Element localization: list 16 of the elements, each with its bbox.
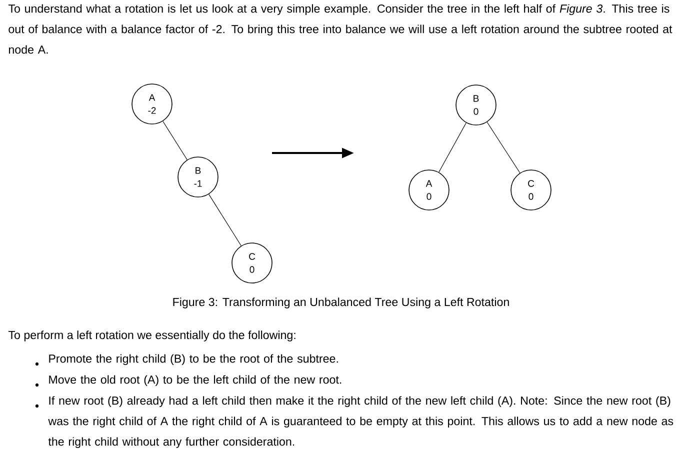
tree-node: C 0: [232, 242, 272, 284]
tree-node: A 0: [408, 170, 450, 210]
list-item: Move the old root (A) to be the left child of the new root.: [49, 375, 342, 386]
paragraph: To understand what a rotation is let us look at a very simple example. Consider the tree in the left half of Figure 3. This tree is out of balance with a balance factor of -2. To bring this tree into balance we will use a left rotation around the subtree rooted at node A.: [8, 4, 672, 54]
list-item: Promote the right child (B) to be the root of the subtree.: [49, 354, 338, 366]
tree-edge: [438, 122, 466, 172]
tree-edge: [486, 122, 520, 174]
list-item: If new root (B) already had a left child then make it the right child of the new left child (A). Note: Since the new root (B) was the right child of A the right child of A is guaranteed to be empty at this point. This allows us to add a new node as the right child without any further consideration.: [48, 396, 674, 448]
tree-node: B 0: [456, 84, 496, 126]
tree-node: A -2: [132, 84, 172, 124]
tree-edge: [162, 120, 188, 160]
paragraph: To perform a left rotation we essentially do the following:: [8, 330, 296, 342]
tree-node: C 0: [510, 170, 552, 210]
tree-node: B -1: [178, 156, 218, 198]
tree-edge: [208, 194, 242, 246]
figure-caption: Figure 3: Transforming an Unbalanced Tree Using a Left Rotation: [173, 298, 509, 308]
